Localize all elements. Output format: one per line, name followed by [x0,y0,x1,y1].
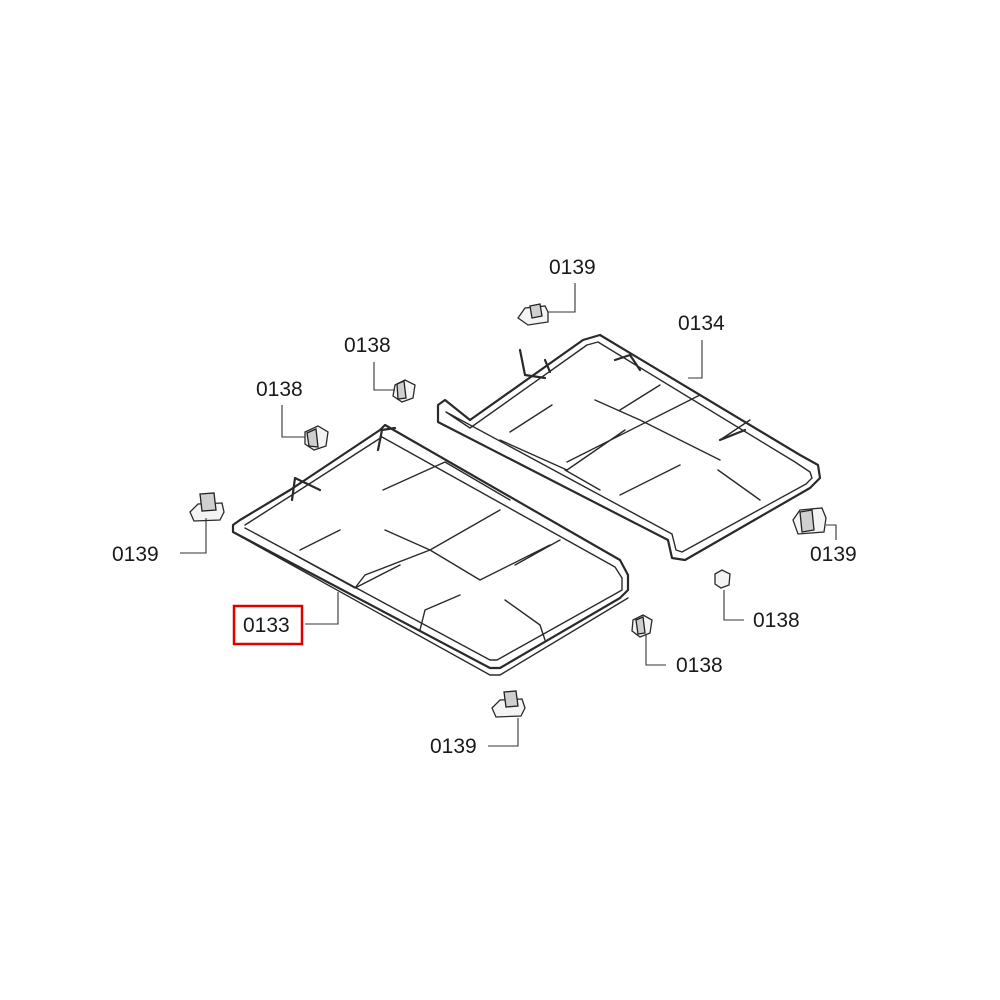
rubber-right[interactable] [714,569,731,589]
label-0133: 0133 [243,614,290,637]
label-0134: 0134 [678,312,725,335]
label-0139-top: 0139 [549,256,596,279]
highlight-box-0133 [232,604,304,646]
rubber-bottom[interactable] [631,614,653,638]
rubber-top-center[interactable] [392,379,416,403]
rubber-top-left[interactable] [304,425,329,451]
foot-bottom[interactable] [491,690,526,718]
label-0139-right: 0139 [810,543,857,566]
label-0138-top-center: 0138 [344,334,391,357]
leader-lines [180,283,837,747]
foot-left[interactable] [189,492,225,522]
part-labels: 0139 0134 0138 0138 0139 0139 0138 0138 … [112,256,857,758]
grate-0134[interactable] [436,333,822,562]
grate-0133[interactable] [231,423,630,676]
foot-right[interactable] [792,507,827,535]
label-0138-right: 0138 [753,609,800,632]
label-0139-left: 0139 [112,543,159,566]
foot-top-right[interactable] [517,303,549,326]
label-0138-bottom: 0138 [676,654,723,677]
label-0139-bottom: 0139 [430,735,477,758]
label-0138-top-left: 0138 [256,378,303,401]
